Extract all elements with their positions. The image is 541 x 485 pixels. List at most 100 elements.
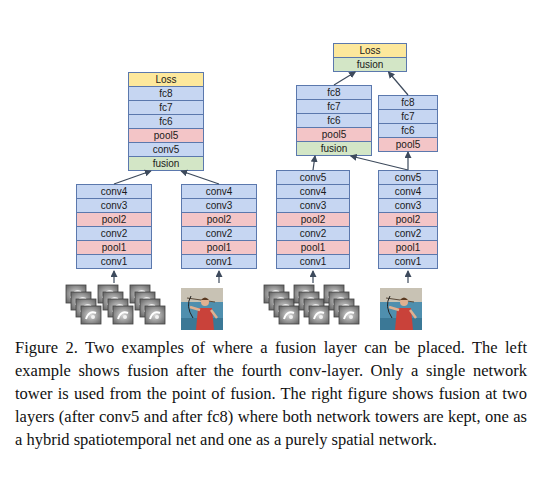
flow-arrow — [407, 152, 408, 170]
layer-box: pool5 — [378, 137, 438, 152]
layer-box: fusion — [128, 156, 204, 171]
flow-arrow — [313, 156, 315, 170]
layer-label: pool2 — [396, 214, 420, 226]
layer-label: pool1 — [301, 242, 325, 254]
layer-box: conv5 — [276, 170, 350, 185]
layer-label: conv5 — [395, 172, 422, 184]
layer-box: fc7 — [378, 109, 438, 124]
layer-box: conv1 — [276, 254, 350, 269]
layer-label: pool5 — [154, 130, 178, 142]
layer-label: Loss — [155, 74, 176, 86]
flow-arrow — [181, 171, 219, 184]
layer-box: pool2 — [181, 212, 257, 227]
layer-box: conv5 — [378, 170, 438, 185]
layer-label: conv4 — [300, 186, 327, 198]
rgb-frame — [181, 288, 223, 330]
layer-label: fc6 — [327, 115, 340, 127]
layer-label: conv2 — [101, 228, 128, 240]
layer-label: conv2 — [206, 228, 233, 240]
layer-label: conv3 — [206, 200, 233, 212]
layer-box: conv2 — [181, 226, 257, 241]
layer-label: fc7 — [327, 101, 340, 113]
rgb-frame — [380, 288, 422, 330]
layer-label: fusion — [153, 158, 180, 170]
layer-box: pool2 — [76, 212, 152, 227]
layer-box: conv5 — [128, 142, 204, 157]
layer-box: pool2 — [276, 212, 350, 227]
layer-label: conv1 — [300, 256, 327, 268]
layer-label: conv4 — [395, 186, 422, 198]
layer-label: fc7 — [401, 111, 414, 123]
layer-label: pool1 — [102, 242, 126, 254]
layer-box: pool1 — [378, 240, 438, 255]
layer-box: conv2 — [276, 226, 350, 241]
layer-label: pool2 — [102, 214, 126, 226]
layer-label: conv4 — [101, 186, 128, 198]
layer-box: conv3 — [76, 198, 152, 213]
layer-label: conv1 — [395, 256, 422, 268]
layer-label: fc8 — [401, 97, 414, 109]
flow-arrow — [389, 72, 409, 95]
layer-box: conv4 — [76, 184, 152, 199]
layer-box: pool1 — [76, 240, 152, 255]
layer-box: fc6 — [128, 114, 204, 129]
layer-label: fc8 — [159, 88, 172, 100]
layer-box: fc7 — [296, 99, 372, 114]
layer-box: pool1 — [276, 240, 350, 255]
layer-label: fusion — [357, 59, 384, 71]
layer-box: fc8 — [128, 86, 204, 101]
layer-box: Loss — [128, 72, 204, 87]
layer-label: Loss — [359, 45, 380, 57]
layer-box: conv3 — [276, 198, 350, 213]
layer-label: pool5 — [322, 129, 346, 141]
layer-box: conv2 — [76, 226, 152, 241]
flow-arrow — [351, 156, 408, 170]
layer-box: fc6 — [296, 113, 372, 128]
layer-box: conv1 — [76, 254, 152, 269]
layer-box: conv4 — [378, 184, 438, 199]
layer-label: fc7 — [159, 102, 172, 114]
layer-label: pool1 — [396, 242, 420, 254]
layer-label: conv2 — [300, 228, 327, 240]
layer-label: pool2 — [207, 214, 231, 226]
layer-box: fusion — [296, 141, 372, 156]
flow-frames — [264, 285, 359, 324]
figure-caption: Figure 2. Two examples of where a fusion… — [15, 336, 527, 451]
layer-label: conv5 — [300, 172, 327, 184]
layer-box: conv4 — [276, 184, 350, 199]
layer-box: pool5 — [128, 128, 204, 143]
layer-label: conv3 — [101, 200, 128, 212]
layer-box: Loss — [333, 43, 407, 58]
layer-label: conv2 — [395, 228, 422, 240]
layer-label: conv1 — [206, 256, 233, 268]
flow-arrow — [334, 72, 355, 85]
layer-box: conv4 — [181, 184, 257, 199]
layer-label: fc6 — [401, 125, 414, 137]
layer-box: fc7 — [128, 100, 204, 115]
layer-box: conv2 — [378, 226, 438, 241]
layer-label: conv1 — [101, 256, 128, 268]
input-arrows — [114, 271, 408, 283]
layer-box: fc6 — [378, 123, 438, 138]
caption-text: Figure 2. Two examples of where a fusion… — [15, 338, 527, 449]
layer-box: conv1 — [378, 254, 438, 269]
layer-box: conv3 — [378, 198, 438, 213]
flow-arrow — [114, 171, 151, 184]
layer-box: pool1 — [181, 240, 257, 255]
layer-box: conv3 — [181, 198, 257, 213]
layer-label: conv3 — [300, 200, 327, 212]
layer-label: conv3 — [395, 200, 422, 212]
layer-label: conv5 — [153, 144, 180, 156]
layer-label: conv4 — [206, 186, 233, 198]
layer-label: fusion — [321, 143, 348, 155]
layer-label: fc6 — [159, 116, 172, 128]
layer-box: fc8 — [296, 85, 372, 100]
layer-box: conv1 — [181, 254, 257, 269]
layer-label: pool1 — [207, 242, 231, 254]
layer-label: pool2 — [301, 214, 325, 226]
layer-box: pool2 — [378, 212, 438, 227]
layer-box: fc8 — [378, 95, 438, 110]
layer-box: pool5 — [296, 127, 372, 142]
layer-label: fc8 — [327, 87, 340, 99]
